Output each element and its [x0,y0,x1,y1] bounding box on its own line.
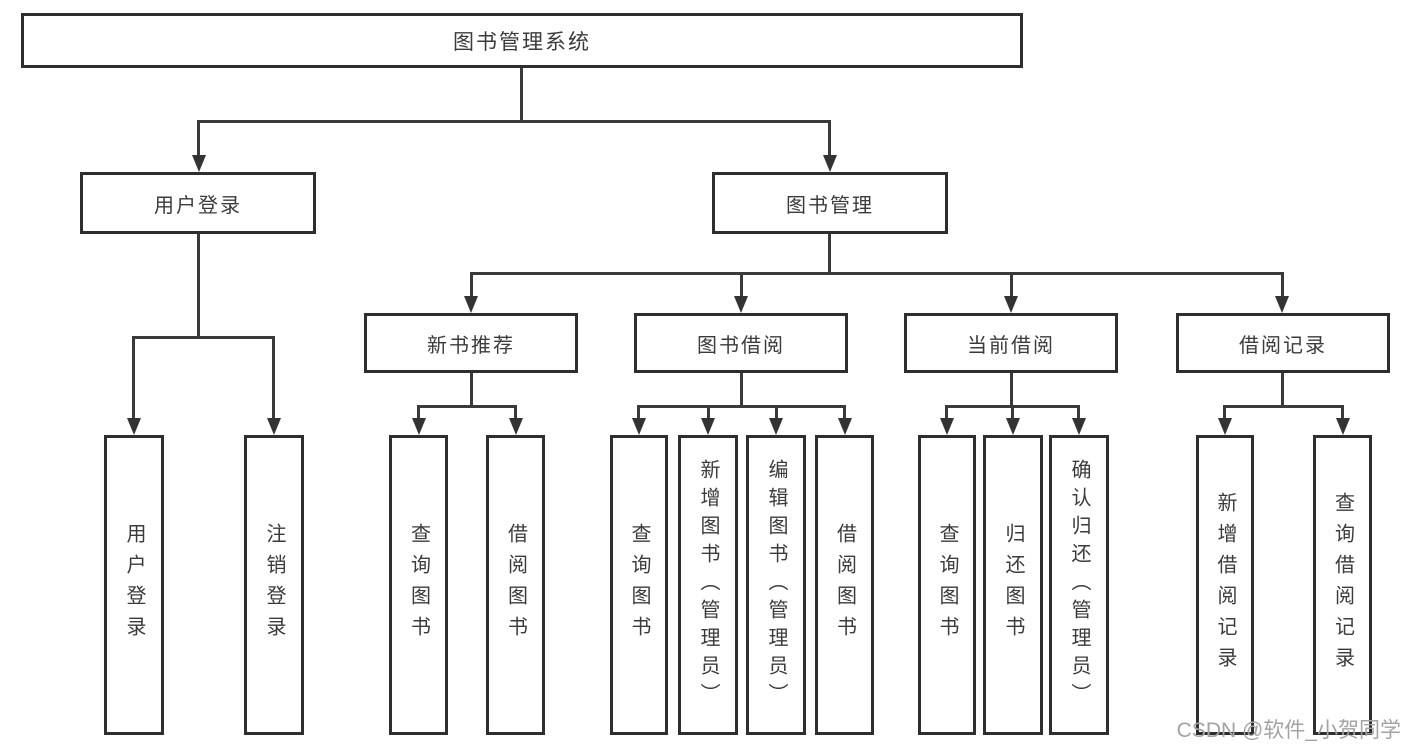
leaf-borrow-books-1: 借阅图书 [486,435,545,735]
node-new-book-recommend-label: 新书推荐 [427,334,515,357]
leaf-query-books-3-label: 查询图书 [936,523,958,647]
arrowhead-down-icon [267,418,281,435]
connector-v [1011,405,1014,418]
connector-v [514,405,517,418]
arrowhead-down-icon [734,296,748,313]
connector-h [1224,405,1344,408]
leaf-borrow-books-2: 借阅图书 [815,435,874,735]
connector-h [470,272,1284,275]
node-root-label: 图书管理系统 [453,30,591,54]
node-book-borrowing: 图书借阅 [634,313,848,373]
leaf-query-books-1-label: 查询图书 [407,523,430,647]
connector-v [520,68,523,120]
connector-v [740,272,743,296]
connector-v [1341,405,1344,418]
connector-v [707,405,710,418]
node-current-borrowing: 当前借阅 [904,313,1118,373]
connector-v [470,272,473,296]
leaf-query-books-2-label: 查询图书 [628,523,650,647]
arrowhead-down-icon [823,155,837,172]
connector-v [132,336,135,418]
arrowhead-down-icon [940,418,954,435]
node-book-borrowing-label: 图书借阅 [697,334,785,357]
connector-v [1281,373,1284,405]
node-book-management-branch: 图书管理 [712,172,948,234]
arrowhead-down-icon [701,418,715,435]
node-new-book-recommend: 新书推荐 [364,313,578,373]
node-user-login-label: 用户登录 [154,194,242,217]
connector-h [132,336,275,339]
arrowhead-down-icon [192,155,206,172]
arrowhead-down-icon [1072,418,1086,435]
connector-v [828,120,831,155]
leaf-user-login: 用户登录 [104,435,164,735]
connector-v [197,120,200,155]
leaf-return-books: 归还图书 [983,435,1043,735]
connector-v [828,234,831,272]
leaf-query-borrow-record-label: 查询借阅记录 [1331,492,1354,678]
connector-h [417,405,517,408]
connector-v [1077,405,1080,418]
arrowhead-down-icon [632,418,646,435]
leaf-confirm-return-admin-label: 确认归还（管理员） [1068,459,1090,711]
connector-v [470,373,473,405]
arrowhead-down-icon [1004,296,1018,313]
arrowhead-down-icon [1006,418,1020,435]
leaf-add-books-admin-label: 新增图书（管理员） [697,459,719,711]
leaf-add-books-admin: 新增图书（管理员） [678,435,738,735]
connector-v [1010,272,1013,296]
connector-v [843,405,846,418]
connector-v [1281,272,1284,296]
connector-v [1010,373,1013,405]
arrowhead-down-icon [838,418,852,435]
connector-h [638,405,846,408]
connector-v [197,234,200,336]
connector-v [1223,405,1226,418]
node-current-borrowing-label: 当前借阅 [967,334,1055,357]
node-borrow-records: 借阅记录 [1176,313,1390,373]
leaf-edit-books-admin: 编辑图书（管理员） [746,435,806,735]
arrowhead-down-icon [769,418,783,435]
arrowhead-down-icon [127,418,141,435]
leaf-query-books-3: 查询图书 [918,435,976,735]
arrowhead-down-icon [464,296,478,313]
connector-v [417,405,420,418]
arrowhead-down-icon [509,418,523,435]
leaf-add-borrow-record-label: 新增借阅记录 [1214,492,1236,678]
leaf-edit-books-admin-label: 编辑图书（管理员） [765,459,787,711]
arrowhead-down-icon [412,418,426,435]
connector-v [637,405,640,418]
node-user-login-branch: 用户登录 [80,172,316,234]
leaf-query-books-2: 查询图书 [610,435,668,735]
node-root: 图书管理系统 [21,13,1023,68]
connector-v [740,373,743,405]
node-book-management-label: 图书管理 [786,194,874,217]
node-borrow-records-label: 借阅记录 [1239,334,1327,357]
watermark: CSDN @软件_小贺同学 [1176,719,1401,742]
leaf-add-borrow-record: 新增借阅记录 [1196,435,1254,735]
connector-h [197,120,831,123]
leaf-query-books-1: 查询图书 [389,435,448,735]
arrowhead-down-icon [1218,418,1232,435]
connector-v [945,405,948,418]
leaf-confirm-return-admin: 确认归还（管理员） [1049,435,1109,735]
leaf-borrow-books-2-label: 借阅图书 [833,523,856,647]
leaf-user-login-label: 用户登录 [123,523,145,647]
leaf-borrow-books-1-label: 借阅图书 [504,523,527,647]
leaf-return-books-label: 归还图书 [1002,523,1024,647]
leaf-logout: 注销登录 [244,435,304,735]
leaf-query-borrow-record: 查询借阅记录 [1313,435,1372,735]
connector-v [775,405,778,418]
connector-v [272,336,275,418]
arrowhead-down-icon [1336,418,1350,435]
arrowhead-down-icon [1275,296,1289,313]
leaf-logout-label: 注销登录 [263,523,285,647]
